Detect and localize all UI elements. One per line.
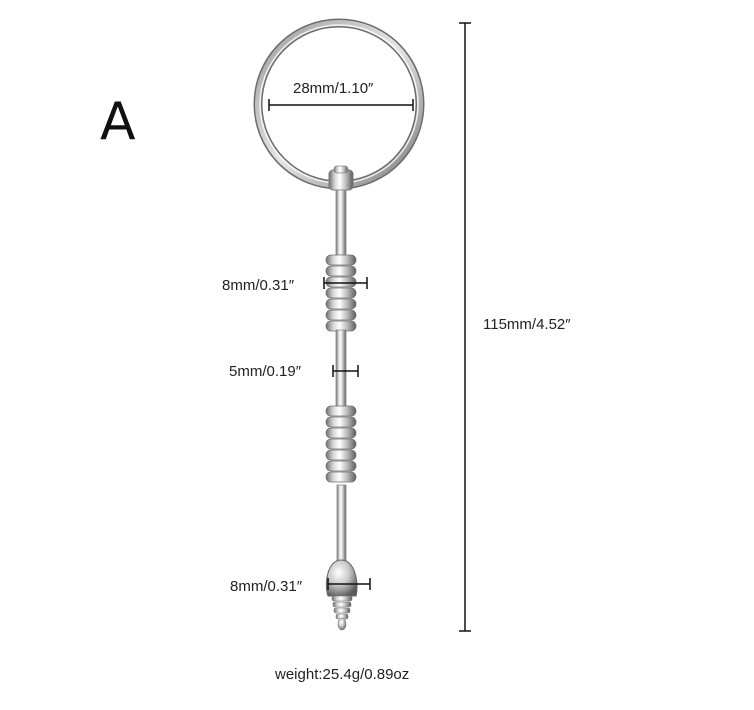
ring-diameter-label: 28mm/1.10″ — [293, 80, 374, 97]
lower-shaft — [336, 484, 347, 566]
bead-rib — [325, 309, 357, 321]
tip-dimension-line — [327, 578, 371, 590]
o-ring — [253, 18, 425, 190]
ring-dimension-line — [268, 99, 414, 111]
variant-letter: A — [100, 92, 136, 152]
bead-rib — [325, 298, 357, 310]
tip-ball — [325, 559, 358, 631]
bead-rib — [325, 416, 357, 428]
bead-rib — [325, 471, 357, 483]
bead-rib — [325, 427, 357, 439]
bead-rib — [325, 254, 357, 266]
shaft-diameter-label: 5mm/0.19″ — [229, 363, 302, 380]
bead-dimension-line — [323, 277, 368, 289]
lower-bead-stack — [325, 405, 357, 483]
bead-rib — [325, 405, 357, 417]
length-dimension-line — [459, 22, 471, 632]
ring-connector — [328, 165, 354, 191]
bead-rib — [325, 460, 357, 472]
tip-diameter-label: 8mm/0.31″ — [230, 578, 303, 595]
total-length-label: 115mm/4.52″ — [483, 316, 571, 333]
bead-rib — [325, 438, 357, 450]
bead-rib — [325, 287, 357, 299]
bead-rib — [325, 265, 357, 277]
upper-bead-stack — [325, 254, 357, 332]
bead-rib — [325, 320, 357, 332]
middle-shaft — [335, 329, 347, 409]
shaft-dimension-line — [332, 365, 359, 377]
upper-shaft — [335, 189, 347, 261]
weight-label: weight:25.4g/0.89oz — [275, 666, 410, 683]
bead-rib — [325, 276, 357, 288]
bead-diameter-label: 8mm/0.31″ — [222, 277, 295, 294]
bead-rib — [325, 449, 357, 461]
